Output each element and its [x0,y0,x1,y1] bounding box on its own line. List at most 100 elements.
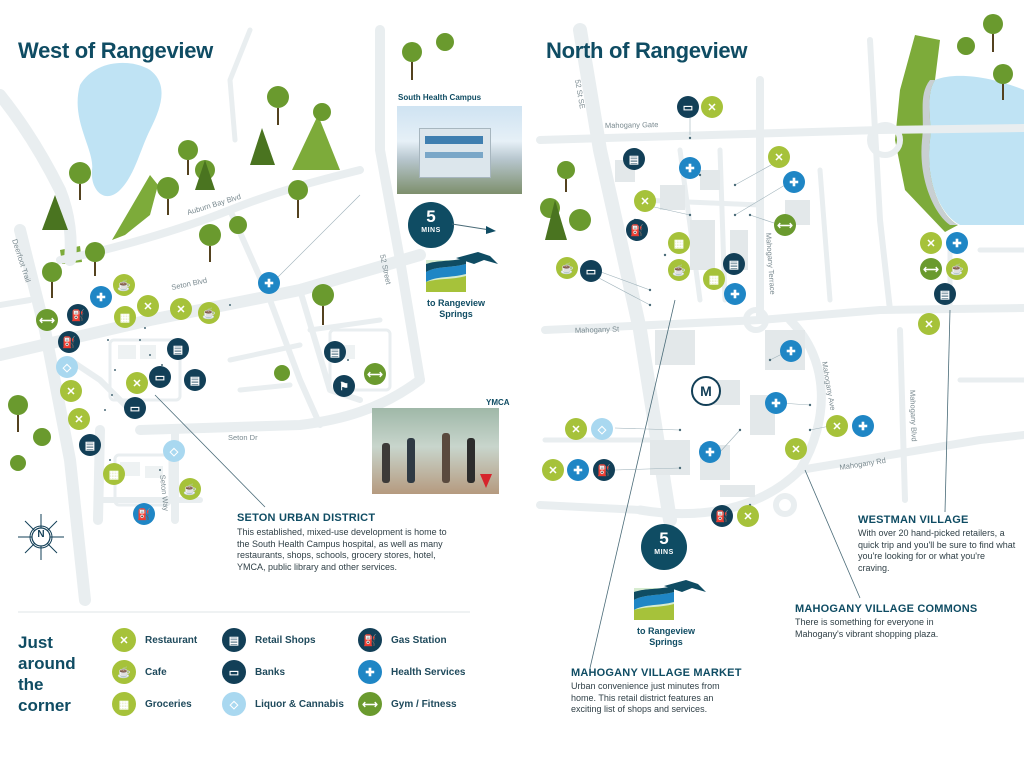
poi-restaurant[interactable]: ✕ [126,372,148,394]
poi-restaurant[interactable]: ✕ [565,418,587,440]
north-springs-line-2: Springs [649,637,683,647]
poi-liquor[interactable]: ◇ [56,356,78,378]
poi-health[interactable]: ✚ [783,171,805,193]
poi-restaurant[interactable]: ✕ [542,459,564,481]
gym-icon: ⟷ [358,692,382,716]
poi-liquor[interactable]: ◇ [591,418,613,440]
poi-bank[interactable]: ▭ [580,260,602,282]
poi-gym[interactable]: ⟷ [774,214,796,236]
poi-groceries[interactable]: ▦ [703,268,725,290]
poi-groceries[interactable]: ▦ [114,306,136,328]
poi-cafe[interactable]: ☕ [179,478,201,500]
poi-retail[interactable]: ▤ [324,341,346,363]
legend-heading-line-4: corner [18,696,71,715]
poi-cafe[interactable]: ☕ [946,258,968,280]
poi-gas-station[interactable]: ⛽ [711,505,733,527]
road-label-mahogany-gate: Mahogany Gate [605,120,659,130]
seton-district-title: SETON URBAN DISTRICT [237,512,376,524]
poi-gym[interactable]: ⟷ [920,258,942,280]
poi-bank[interactable]: ▭ [677,96,699,118]
legend-label-gym: Gym / Fitness [391,698,457,710]
poi-gas-station[interactable]: ⛽ [67,304,89,326]
poi-restaurant[interactable]: ✕ [826,415,848,437]
poi-health[interactable]: ✚ [258,272,280,294]
legend-item-groceries: ▦ Groceries [112,692,192,716]
north-springs-text: to Rangeview Springs [628,626,704,648]
poi-restaurant[interactable]: ✕ [68,408,90,430]
poi-gas-station[interactable]: ⛽ [58,331,80,353]
poi-retail[interactable]: ▤ [184,369,206,391]
poi-liquor[interactable]: ◇ [163,440,185,462]
west-springs-text: to Rangeview Springs [420,298,492,320]
poi-restaurant[interactable]: ✕ [137,295,159,317]
poi-retail[interactable]: ▤ [79,434,101,456]
photo-caption-south-health: South Health Campus [398,93,482,102]
poi-bank[interactable]: ▭ [124,397,146,419]
poi-retail[interactable]: ▤ [623,148,645,170]
road-label-mahogany-blvd: Mahogany Blvd [908,390,919,442]
poi-retail[interactable]: ▤ [934,283,956,305]
poi-restaurant[interactable]: ✕ [768,146,790,168]
legend-heading-line-2: around [18,654,76,673]
poi-gas-station[interactable]: ⛽ [593,459,615,481]
poi-restaurant[interactable]: ✕ [634,190,656,212]
poi-cafe[interactable]: ☕ [198,302,220,324]
poi-health[interactable]: ✚ [765,392,787,414]
restaurant-icon: ✕ [112,628,136,652]
poi-groceries[interactable]: ▦ [103,463,125,485]
poi-restaurant[interactable]: ✕ [170,298,192,320]
north-mins-label: MINS [654,549,674,556]
retail-icon: ▤ [222,628,246,652]
poi-gym-ymca[interactable]: ⚑ [333,375,355,397]
photo-ymca [372,408,499,494]
west-5-mins-badge: 5 MINS [408,202,454,248]
poi-restaurant[interactable]: ✕ [701,96,723,118]
west-springs-line-1: to Rangeview [426,298,485,308]
poi-restaurant[interactable]: ✕ [920,232,942,254]
north-lake [929,75,1024,225]
west-arrow-icon [451,223,496,234]
legend-item-liquor: ◇ Liquor & Cannabis [222,692,344,716]
poi-health[interactable]: ✚ [780,340,802,362]
legend-label-retail: Retail Shops [255,634,316,646]
road-label-seton-blvd: Seton Blvd [171,276,208,292]
poi-health[interactable]: ✚ [946,232,968,254]
poi-groceries[interactable]: ▦ [668,232,690,254]
westman-title: WESTMAN VILLAGE [858,514,969,526]
trees [8,14,1013,471]
legend-label-liquor: Liquor & Cannabis [255,698,344,710]
poi-retail[interactable]: ▤ [723,253,745,275]
market-title: MAHOGANY VILLAGE MARKET [571,667,742,679]
legend-item-restaurant: ✕ Restaurant [112,628,197,652]
poi-bank[interactable]: ▭ [149,366,171,388]
poi-restaurant[interactable]: ✕ [918,313,940,335]
west-mins-number: 5 [426,207,436,226]
road-label-seton-way: Seton Way [158,474,171,511]
poi-gas-station[interactable]: ⛽ [133,503,155,525]
commons-title: MAHOGANY VILLAGE COMMONS [795,603,978,615]
legend-label-banks: Banks [255,666,286,678]
west-mins-label: MINS [421,227,441,234]
poi-cafe[interactable]: ☕ [556,257,578,279]
poi-restaurant[interactable]: ✕ [785,438,807,460]
poi-health[interactable]: ✚ [567,459,589,481]
legend-item-gym: ⟷ Gym / Fitness [358,692,457,716]
liquor-icon: ◇ [222,692,246,716]
poi-gym[interactable]: ⟷ [364,363,386,385]
poi-health[interactable]: ✚ [90,286,112,308]
poi-health[interactable]: ✚ [679,157,701,179]
poi-cafe[interactable]: ☕ [113,274,135,296]
poi-restaurant[interactable]: ✕ [737,505,759,527]
poi-restaurant[interactable]: ✕ [60,380,82,402]
poi-cafe[interactable]: ☕ [668,259,690,281]
road-label-mahogany-terrace: Mahogany Terrace [764,233,777,295]
poi-gas-station[interactable]: ⛽ [626,219,648,241]
poi-health[interactable]: ✚ [852,415,874,437]
poi-gym[interactable]: ⟷ [36,309,58,331]
poi-retail[interactable]: ▤ [167,338,189,360]
legend-item-banks: ▭ Banks [222,660,285,684]
west-springs-line-2: Springs [439,309,473,319]
poi-health[interactable]: ✚ [724,283,746,305]
legend-item-health: ✚ Health Services [358,660,466,684]
poi-health[interactable]: ✚ [699,441,721,463]
